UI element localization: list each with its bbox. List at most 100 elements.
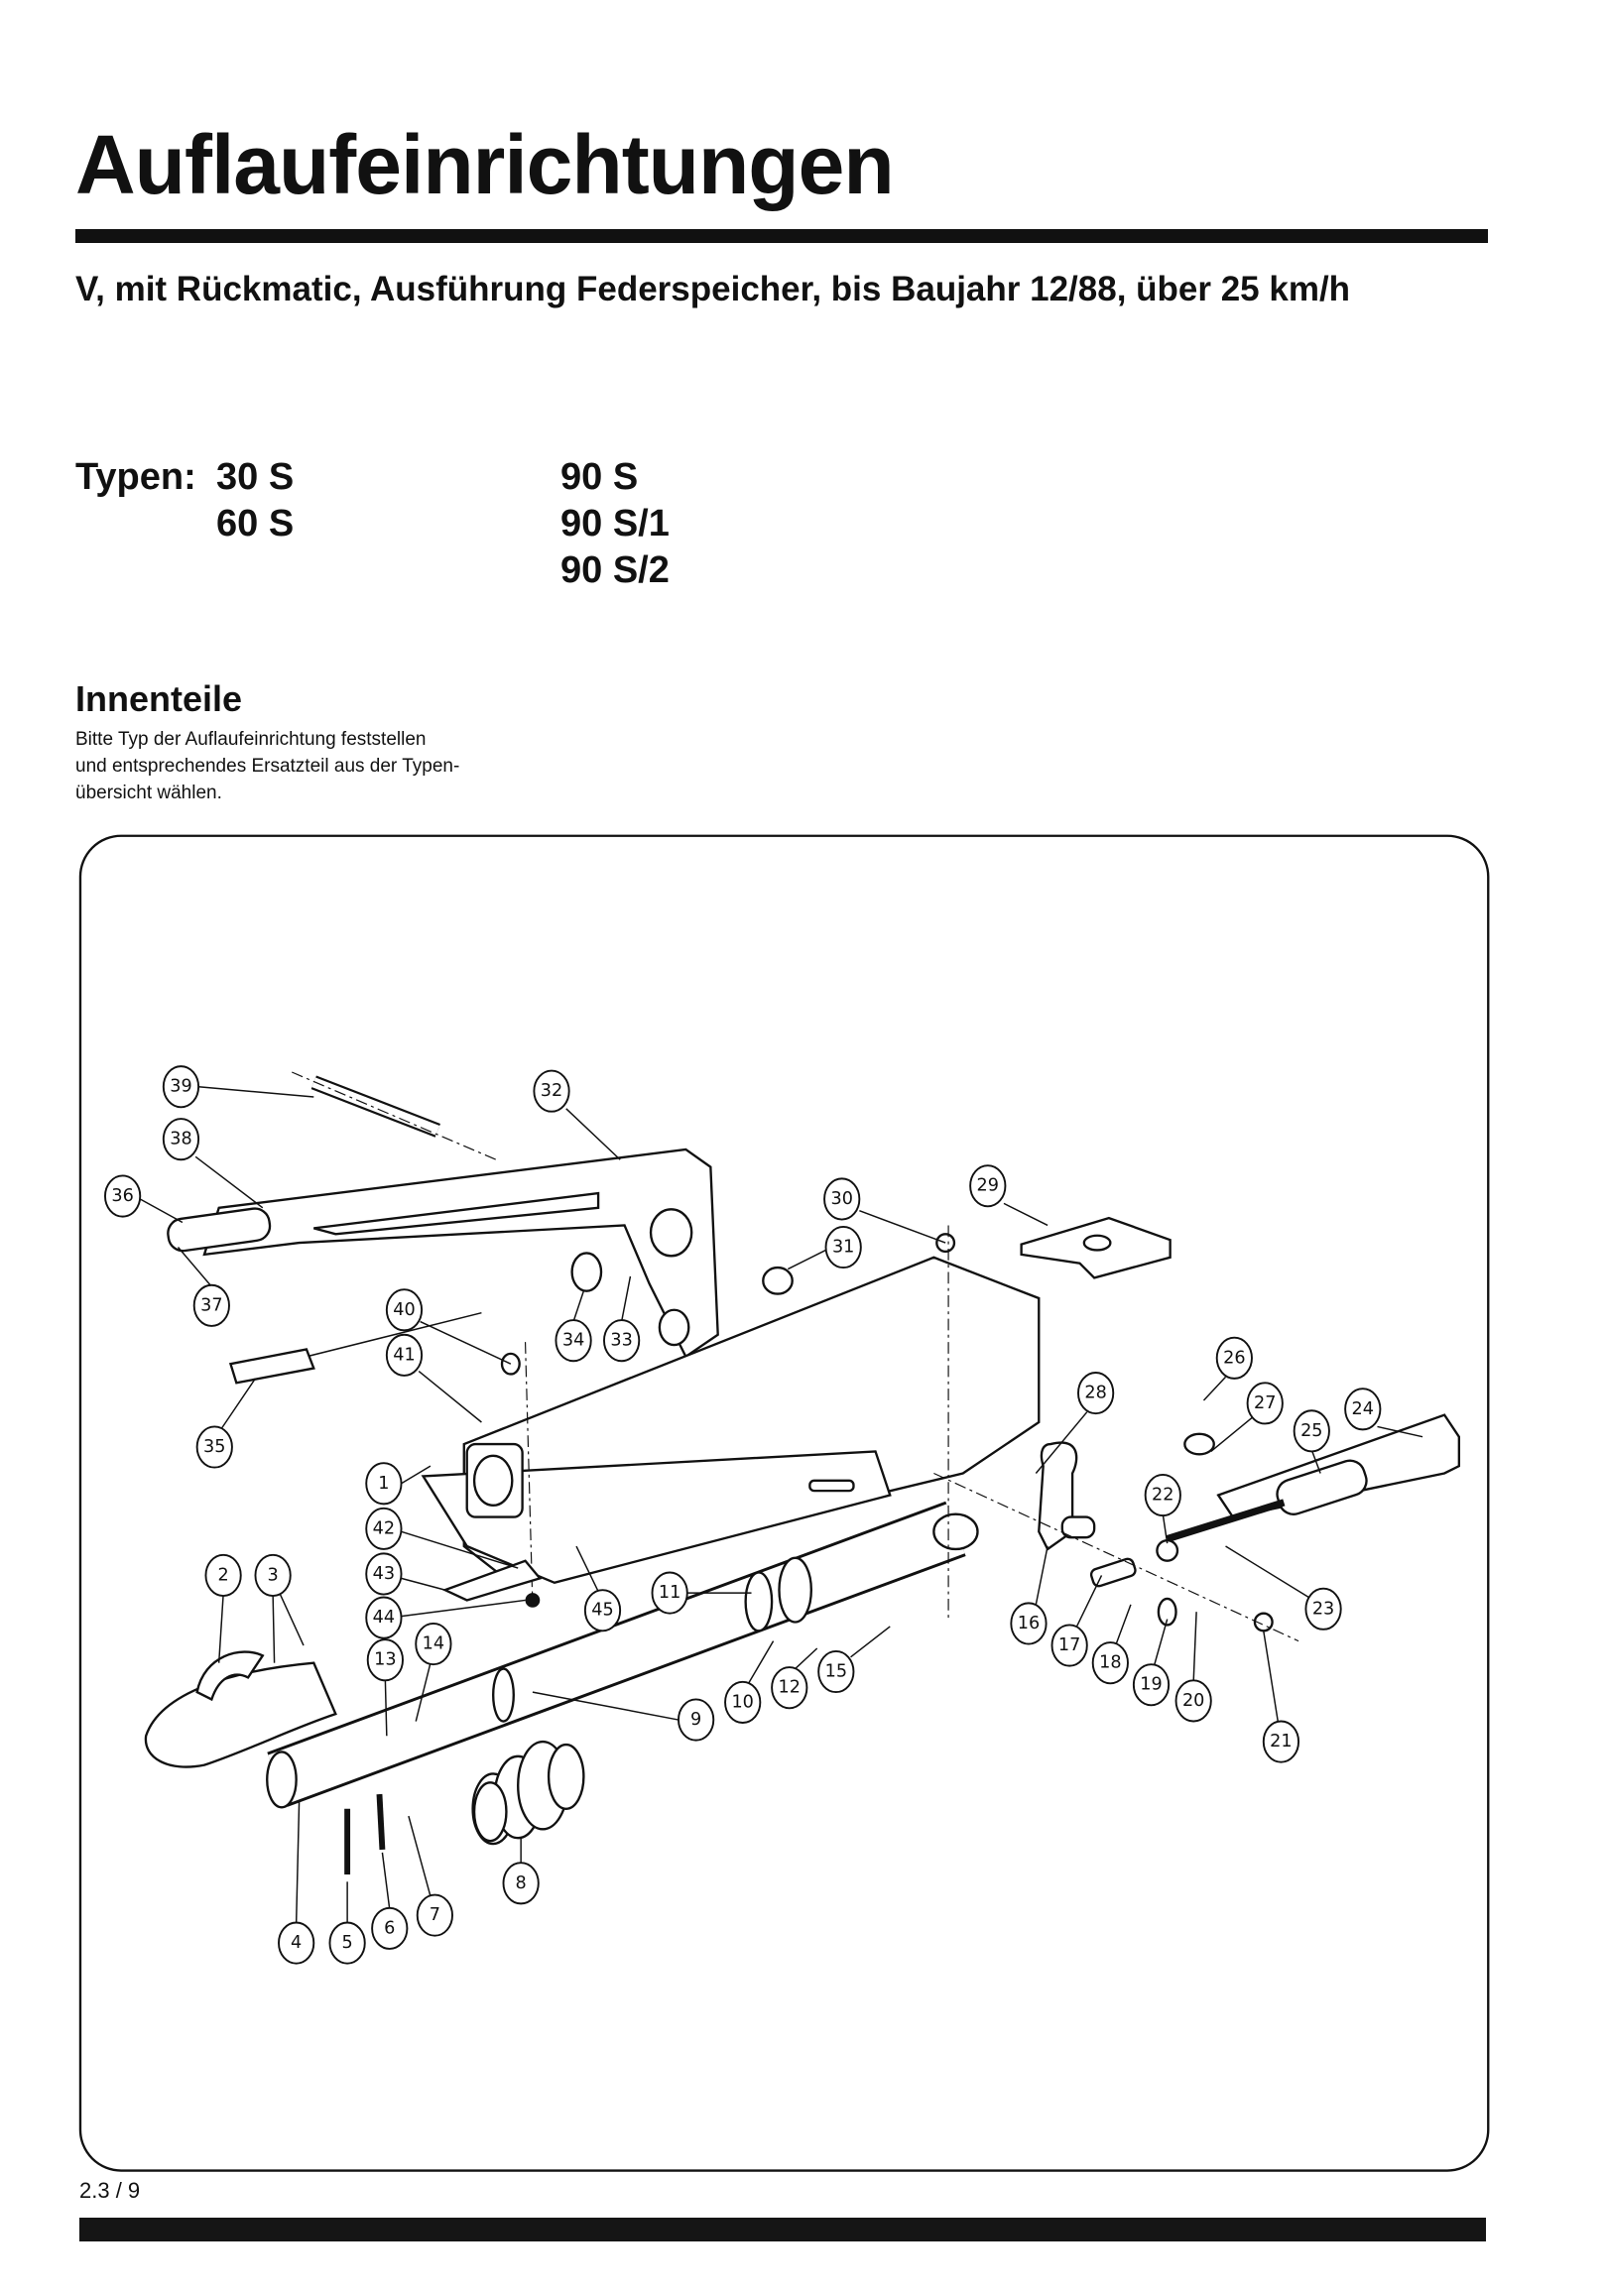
callout-38: 38 (162, 1118, 200, 1161)
callout-12: 12 (771, 1666, 808, 1710)
type-item: 30 S (216, 456, 295, 498)
svg-text:32: 32 (541, 1081, 562, 1101)
svg-text:42: 42 (373, 1518, 395, 1538)
svg-text:23: 23 (1312, 1599, 1334, 1619)
svg-text:31: 31 (832, 1238, 854, 1258)
svg-text:5: 5 (342, 1933, 353, 1953)
svg-text:43: 43 (373, 1564, 395, 1584)
svg-text:3: 3 (267, 1565, 278, 1585)
page-title: Auflaufeinrichtungen (75, 118, 895, 211)
callout-13: 13 (366, 1638, 404, 1682)
svg-text:26: 26 (1223, 1348, 1245, 1368)
callout-33: 33 (603, 1319, 641, 1363)
callout-39: 39 (162, 1065, 200, 1109)
svg-text:40: 40 (393, 1300, 415, 1320)
svg-text:1: 1 (378, 1474, 389, 1494)
type-item: 90 S/2 (560, 549, 670, 591)
callout-6: 6 (371, 1906, 409, 1950)
callout-18: 18 (1091, 1641, 1129, 1685)
svg-text:15: 15 (825, 1662, 847, 1682)
note-line: übersicht wählen. (75, 783, 222, 803)
svg-text:30: 30 (830, 1189, 852, 1209)
svg-text:16: 16 (1018, 1614, 1040, 1633)
page-number: 2.3 / 9 (79, 2178, 141, 2203)
type-item: 90 S/1 (560, 503, 670, 544)
callout-17: 17 (1050, 1624, 1088, 1667)
parts-drawing (144, 1071, 1461, 1874)
type-item: 60 S (216, 503, 295, 544)
page-subtitle: V, mit Rückmatic, Ausführung Federspeich… (75, 270, 1351, 308)
callout-43: 43 (365, 1552, 403, 1596)
callout-45: 45 (583, 1589, 622, 1632)
note-line: Bitte Typ der Auflaufeinrichtung festste… (75, 729, 427, 750)
callout-21: 21 (1262, 1720, 1300, 1763)
svg-text:36: 36 (111, 1186, 133, 1206)
diagram-frame (78, 834, 1490, 2172)
callout-16: 16 (1010, 1602, 1048, 1645)
svg-text:6: 6 (384, 1918, 395, 1938)
svg-text:27: 27 (1254, 1393, 1276, 1413)
svg-text:37: 37 (200, 1295, 222, 1315)
callout-23: 23 (1304, 1587, 1342, 1631)
callout-41: 41 (385, 1333, 424, 1377)
svg-text:14: 14 (423, 1634, 444, 1654)
callout-5: 5 (328, 1921, 366, 1965)
callout-27: 27 (1246, 1382, 1284, 1425)
svg-text:34: 34 (562, 1331, 584, 1351)
svg-text:18: 18 (1099, 1653, 1121, 1673)
callout-19: 19 (1132, 1663, 1171, 1707)
footer-rule (79, 2218, 1486, 2241)
callout-31: 31 (824, 1225, 862, 1269)
callout-26: 26 (1215, 1336, 1253, 1380)
section-heading: Innenteile (75, 678, 243, 719)
callout-15: 15 (817, 1649, 855, 1694)
callout-22: 22 (1144, 1473, 1181, 1517)
callout-29: 29 (969, 1164, 1007, 1208)
callout-37: 37 (192, 1283, 230, 1327)
callout-2: 2 (204, 1553, 242, 1597)
callout-28: 28 (1077, 1372, 1115, 1415)
types-label: Typen: (75, 456, 196, 498)
svg-text:10: 10 (731, 1692, 753, 1712)
svg-text:19: 19 (1140, 1675, 1162, 1695)
callout-10: 10 (724, 1680, 762, 1724)
svg-text:33: 33 (610, 1331, 632, 1351)
svg-text:39: 39 (170, 1077, 191, 1097)
callout-25: 25 (1293, 1409, 1330, 1453)
svg-text:11: 11 (659, 1583, 680, 1603)
callout-40: 40 (385, 1288, 424, 1332)
svg-text:17: 17 (1058, 1635, 1080, 1655)
leader-lines (139, 1085, 1423, 1924)
svg-text:12: 12 (779, 1678, 801, 1698)
svg-text:44: 44 (373, 1608, 395, 1628)
svg-text:9: 9 (690, 1710, 701, 1730)
type-item: 90 S (560, 456, 639, 498)
callout-44: 44 (365, 1596, 403, 1639)
svg-text:25: 25 (1300, 1421, 1322, 1441)
callout-11: 11 (651, 1571, 688, 1615)
svg-text:2: 2 (217, 1565, 228, 1585)
svg-text:28: 28 (1084, 1384, 1106, 1403)
svg-text:22: 22 (1152, 1486, 1173, 1506)
callout-7: 7 (416, 1893, 453, 1937)
callout-3: 3 (254, 1553, 292, 1597)
callout-8: 8 (502, 1862, 540, 1905)
section-note: Bitte Typ der Auflaufeinrichtung festste… (75, 726, 552, 806)
svg-text:4: 4 (291, 1933, 302, 1953)
callout-36: 36 (104, 1174, 142, 1218)
svg-text:38: 38 (170, 1130, 191, 1149)
callout-24: 24 (1344, 1388, 1382, 1431)
callout-42: 42 (365, 1507, 403, 1550)
callout-34: 34 (555, 1319, 592, 1363)
svg-text:45: 45 (591, 1601, 613, 1621)
svg-text:41: 41 (393, 1345, 415, 1365)
title-rule (75, 229, 1488, 243)
callout-35: 35 (195, 1425, 233, 1469)
callout-32: 32 (533, 1069, 570, 1113)
callout-14: 14 (415, 1623, 452, 1666)
svg-text:20: 20 (1182, 1691, 1204, 1711)
callout-30: 30 (823, 1177, 861, 1221)
callout-9: 9 (678, 1698, 715, 1742)
svg-text:7: 7 (430, 1905, 440, 1925)
